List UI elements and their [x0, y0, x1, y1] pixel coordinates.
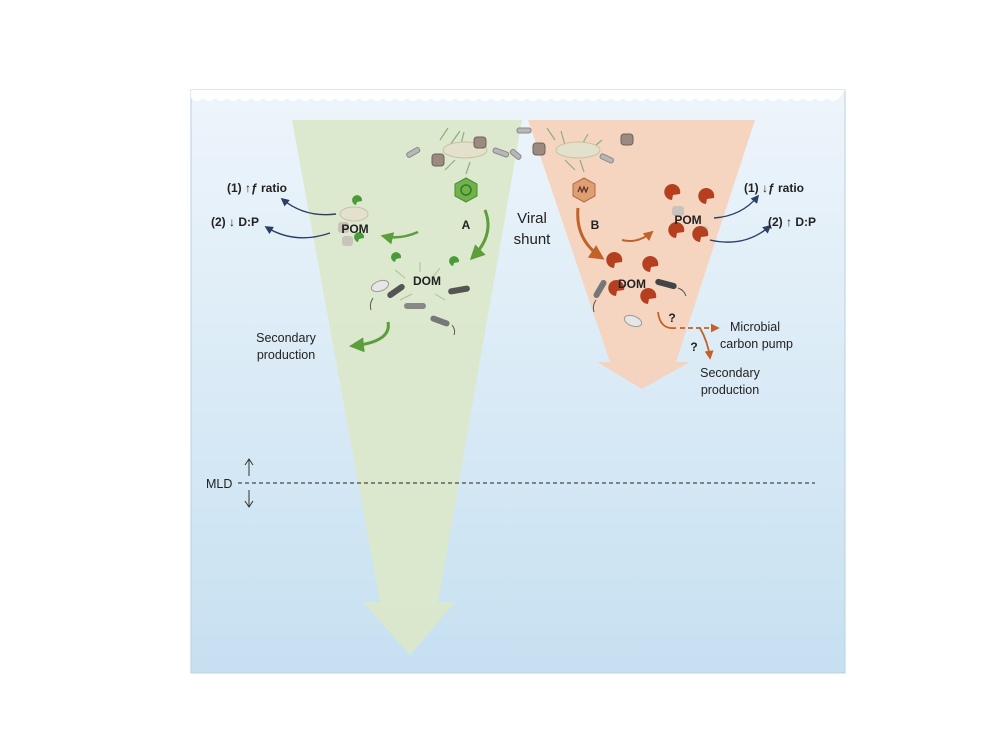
left-secondary-line2: production — [257, 348, 315, 362]
marker-a: A — [462, 218, 471, 232]
mld-label: MLD — [206, 477, 232, 491]
left-secondary-line1: Secondary — [256, 331, 317, 345]
secondary-question-mark: ? — [690, 340, 697, 354]
mixed-layer-depth-marker: MLD — [206, 458, 815, 508]
mld-up-arrow-icon — [244, 458, 254, 476]
orange-to-pom-arrow — [621, 230, 654, 242]
marker-b: B — [591, 218, 600, 232]
right-f-ratio-label: (1) ↓ƒ ratio — [744, 181, 804, 195]
right-dom-label: DOM — [618, 277, 646, 291]
right-pom-label: POM — [674, 213, 701, 227]
right-f-ratio-arrow — [713, 194, 760, 219]
left-pom-label: POM — [341, 222, 368, 236]
right-dp-label: (2) ↑ D:P — [768, 215, 816, 229]
left-dp-label: (2) ↓ D:P — [211, 215, 259, 229]
green-secondary-arrow — [349, 321, 390, 353]
viral-shunt-line2: shunt — [514, 231, 552, 248]
mcp-line1: Microbial — [730, 320, 780, 334]
orange-virus-icon — [572, 177, 596, 203]
right-pom-cluster — [664, 184, 715, 242]
mld-down-arrow-icon — [244, 490, 254, 508]
green-virus-icon — [454, 177, 478, 203]
left-f-ratio-label: (1) ↑ƒ ratio — [227, 181, 287, 195]
right-dom-cluster — [592, 252, 687, 328]
left-f-ratio-arrow — [280, 197, 337, 216]
orange-virus-to-dom-arrow — [576, 207, 605, 260]
left-pom-cluster — [338, 195, 369, 246]
mcp-question-mark: ? — [668, 311, 675, 325]
right-secondary-line2: production — [701, 383, 759, 397]
water-surface-waves — [191, 90, 845, 101]
right-secondary-arrow — [699, 327, 714, 360]
ocean-panel — [190, 89, 846, 674]
left-dom-label: DOM — [413, 274, 441, 288]
mcp-line2: carbon pump — [720, 337, 793, 351]
mcp-arrow — [657, 311, 677, 330]
green-funnel-arrow — [292, 120, 522, 655]
right-dp-arrow — [709, 224, 772, 243]
viral-shunt-label: Viral shunt — [514, 210, 552, 248]
left-dp-arrow — [264, 226, 331, 239]
right-secondary-line1: Secondary — [700, 366, 761, 380]
surface-plankton-cluster — [406, 127, 634, 175]
viral-shunt-line1: Viral — [517, 210, 547, 227]
green-to-pom-arrow — [380, 230, 419, 245]
green-virus-to-dom-arrow — [469, 209, 490, 261]
left-dom-cluster — [369, 252, 470, 336]
